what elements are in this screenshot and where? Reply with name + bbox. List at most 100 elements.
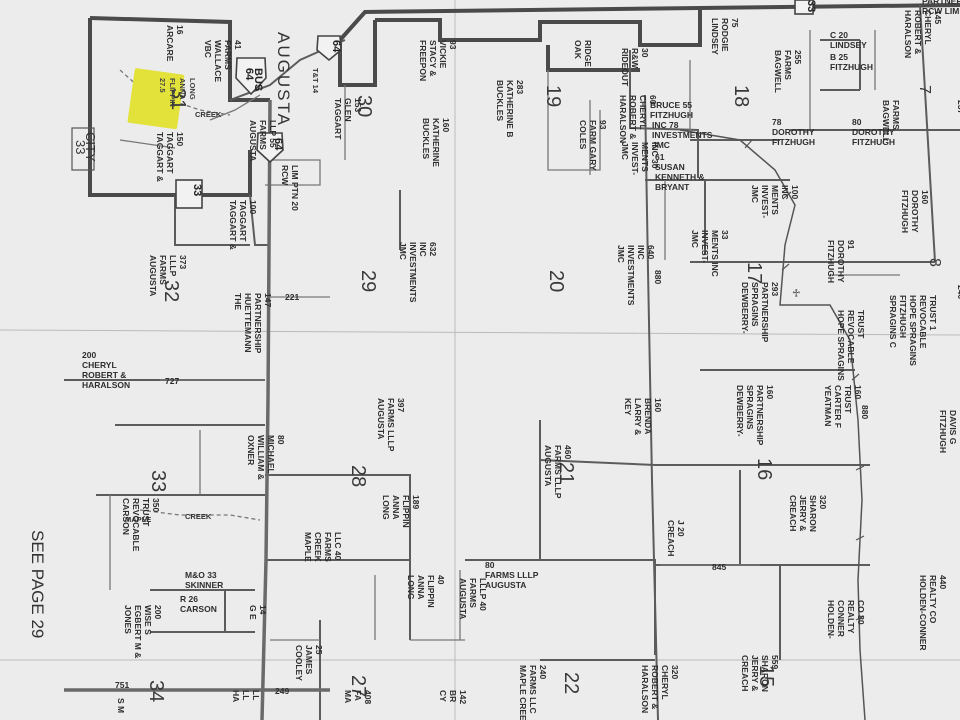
parcel-label-line: 397 <box>396 398 406 412</box>
parcel-label-line: FARMS LLLP <box>386 398 396 452</box>
parcel-label-line: CREACH <box>788 495 798 531</box>
parcel-label-line: SUSAN <box>655 162 685 172</box>
parcel-label-line: 145 <box>933 10 943 24</box>
parcel-label-line: R&W <box>630 48 640 69</box>
parcel-label-line: JMC <box>616 245 626 263</box>
parcel-label-line: CREACH <box>740 655 750 691</box>
section-33: 33 <box>147 470 169 492</box>
road-880a: 880 <box>653 270 663 284</box>
road-249: 249 <box>275 686 289 696</box>
parcel-label-line: INVESTMENTS <box>652 130 713 140</box>
parcel-label-line: M&O 33 <box>185 570 217 580</box>
parcel-label-line: ROBERT & <box>82 370 126 380</box>
parcel-label-line: 75 <box>730 18 740 28</box>
parcel-label-line: G E <box>248 605 258 620</box>
parcel-label-line: TAGGART <box>238 200 248 242</box>
parcel-label-line: 373 <box>178 255 188 269</box>
parcel-label-line: FARMS LLLP <box>485 570 539 580</box>
parcel-label-line: THE <box>233 293 243 310</box>
maple-creek-line <box>139 509 261 521</box>
parcel-label-line: RCW <box>280 165 290 186</box>
parcel-label-line: CHERYL <box>82 360 117 370</box>
cemetery-marker: ♱ <box>792 287 800 300</box>
parcel-label-line: 160 <box>441 118 451 132</box>
parcel-label-line: AUGUSTA <box>248 120 258 161</box>
parcel-label-line: LONG <box>381 495 391 520</box>
svg-text:64: 64 <box>243 68 255 81</box>
parcel-label-line: SPRAGINS <box>745 385 755 430</box>
parcel-label-line: 93 <box>448 40 458 50</box>
parcel-label-line: HOPE SPRAGINS <box>836 310 846 381</box>
parcel-label-line: FARMS <box>468 578 478 608</box>
parcel-label-line: TAGGART <box>333 98 343 140</box>
city-box <box>71 127 95 171</box>
parcel-label-line: DOROTHY <box>836 240 846 283</box>
parcel-label-line: INC <box>636 245 646 260</box>
sticky-note <box>127 68 185 130</box>
parcel-label-line: FARMS <box>223 40 233 70</box>
parcel-label-line: MENTS <box>640 142 650 172</box>
parcel-label-line: LLLP <box>168 255 178 277</box>
section-15: 15 <box>755 665 777 687</box>
parcel-label-line: HARALSON <box>640 665 650 713</box>
parcel-label-line: FITZHUGH <box>650 110 693 120</box>
parcel-label-line: 160 <box>653 398 663 412</box>
hwy-33-shield: 33 <box>175 179 203 209</box>
parcel-label-line: PARTNERSHIP <box>760 282 770 343</box>
parcel-label-line: 240 <box>538 665 548 679</box>
parcel-label-line: LONG <box>406 575 416 600</box>
parcel-label-line: CARSON <box>180 604 217 614</box>
section-16: 16 <box>753 458 775 480</box>
parcel-label-line: INVEST- <box>760 185 770 218</box>
parcel-label-line: FARMS <box>158 255 168 285</box>
city-box-word: CITY <box>83 132 98 162</box>
parcel-label-line: JERRY & <box>750 655 760 691</box>
parcel-label-line: FITZHUGH <box>830 62 873 72</box>
sticky-line4: 27.5 <box>158 78 167 93</box>
parcel-label-line: DEWBERRY- <box>735 385 745 437</box>
parcel-label-line: 237 <box>956 100 960 114</box>
parcel-label-line: TRUST <box>141 498 151 527</box>
parcel-label-line: SKINNER <box>185 580 223 590</box>
parcel-label-line: BRYANT <box>655 182 690 192</box>
creek-label-2: CREEK <box>185 512 212 521</box>
parcel-label-line: OAK <box>573 40 583 60</box>
section-17: 17 <box>743 262 765 284</box>
parcel-label: RCW LIMPARTNERLLLP 77 <box>922 0 960 16</box>
parcel-label-line: CARTER F <box>833 385 843 428</box>
bus-64-shield: BUS 64 <box>235 57 267 96</box>
parcel-label-line: 33 <box>720 230 730 240</box>
parcel-label-line: RCW LIM <box>922 6 959 16</box>
parcel-label-line: REVOCABLE <box>131 498 141 552</box>
parcel-label-line: 93 <box>598 120 608 130</box>
parcel-label-line: FREEPON <box>418 40 428 81</box>
section-32: 32 <box>160 280 182 302</box>
parcel-label-line: INVEST- <box>630 142 640 175</box>
parcel-label-line: RODGIE <box>720 18 730 52</box>
parcel-label-line: BR <box>448 690 458 702</box>
parcel-label-line: 100 <box>790 185 800 199</box>
parcel-label-line: GLEN <box>343 98 353 122</box>
road-751: 751 <box>115 680 129 690</box>
parcel-label: S M <box>116 698 126 713</box>
parcel-label-line: PARTNERSHIP <box>253 293 263 354</box>
parcel-label-line: VICKIE <box>438 40 448 69</box>
